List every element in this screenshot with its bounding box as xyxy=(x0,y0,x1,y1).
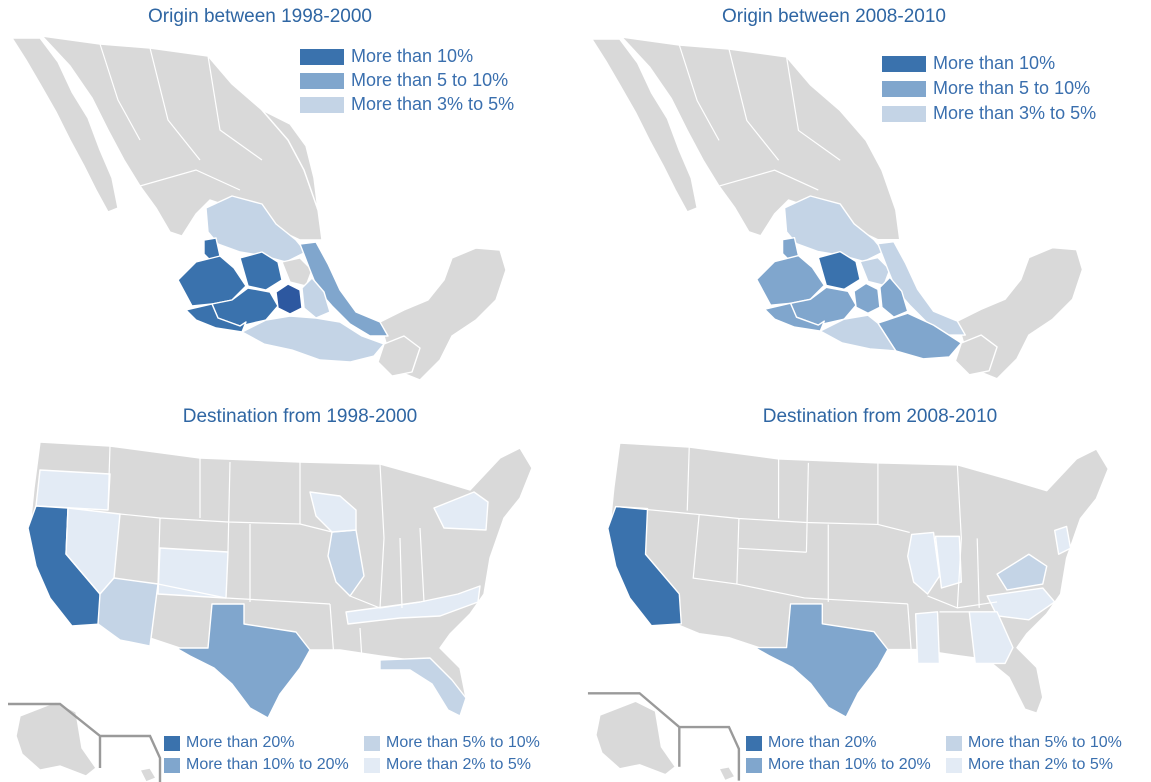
region-baja xyxy=(11,37,119,213)
region-oaxaca xyxy=(877,312,963,360)
legend-swatch-lightest xyxy=(364,757,380,773)
state-florida xyxy=(379,657,467,717)
region-guerrero-coast xyxy=(819,314,897,352)
legend-item-mid: More than 5% to 10% xyxy=(364,734,540,752)
region-chiapas xyxy=(954,334,998,376)
legend-item-high: More than 10% to 20% xyxy=(746,756,931,774)
state-oregon xyxy=(35,469,111,511)
state-texas xyxy=(754,603,889,718)
legend-item-top: More than 20% xyxy=(164,734,295,752)
legend-item-low: More than 3% to 5% xyxy=(882,103,1096,124)
legend-item-low: More than 2% to 5% xyxy=(364,756,531,774)
hawaii xyxy=(718,766,736,782)
region-mexico-state xyxy=(275,283,303,315)
state-arizona xyxy=(97,577,159,647)
legend-label: More than 10% to 20% xyxy=(186,756,349,773)
legend-swatch-medium xyxy=(882,80,926,97)
alaska xyxy=(15,701,97,777)
region-tamaulipas xyxy=(261,109,319,211)
state-california xyxy=(607,505,682,627)
legend-item-high: More than 10% xyxy=(300,46,473,67)
legend-item-mid: More than 5 to 10% xyxy=(300,70,508,91)
legend-label: More than 10% to 20% xyxy=(768,756,931,773)
legend-item-mid: More than 5% to 10% xyxy=(946,734,1122,752)
legend-label: More than 5% to 10% xyxy=(968,734,1122,751)
dest-1998-panel: Destination from 1998-2000 xyxy=(0,398,575,782)
legend-label: More than 10% xyxy=(933,53,1056,73)
state-new-york xyxy=(433,491,489,531)
state-colorado xyxy=(157,547,229,599)
dest-1998-title: Destination from 1998-2000 xyxy=(182,406,418,427)
state-virginia xyxy=(996,553,1048,591)
legend-item-mid: More than 5 to 10% xyxy=(882,78,1090,99)
state-wisconsin xyxy=(309,491,357,533)
legend-item-high: More than 10% xyxy=(882,53,1055,74)
legend-label: More than 3% to 5% xyxy=(933,103,1097,123)
legend-item-high: More than 10% to 20% xyxy=(164,756,349,774)
region-guerrero xyxy=(185,303,247,333)
region-puebla xyxy=(879,276,909,318)
hawaii xyxy=(139,767,157,782)
legend-label: More than 20% xyxy=(768,734,877,751)
state-tennessee xyxy=(345,585,481,625)
legend-label: More than 5 to 10% xyxy=(933,78,1091,98)
legend-swatch-medium xyxy=(300,72,344,89)
region-guanajuato xyxy=(239,251,283,291)
region-jalisco xyxy=(177,255,247,307)
legend-swatch-light xyxy=(300,96,344,113)
mexico-map-1998 xyxy=(11,35,507,381)
origin-1998-panel: Origin between 1998-2000 xyxy=(0,0,575,395)
origin-2008-panel: Origin between 2008-2010 More than 10% M… xyxy=(580,0,1151,395)
legend-label: More than 3% to 5% xyxy=(351,94,515,114)
state-texas xyxy=(175,603,311,719)
dest-2008-panel: Destination from 2008-2010 More than 20% xyxy=(580,398,1151,782)
legend-swatch-light xyxy=(946,735,962,751)
region-guerrero xyxy=(764,302,825,332)
legend-swatch-dark xyxy=(882,55,926,72)
legend-swatch-dark xyxy=(300,48,344,65)
legend-label: More than 20% xyxy=(186,734,295,751)
legend-label: More than 2% to 5% xyxy=(386,756,531,773)
state-illinois xyxy=(907,531,941,595)
region-puebla xyxy=(301,277,331,319)
us-map-2008 xyxy=(587,442,1109,782)
region-mexico-state xyxy=(853,282,881,314)
legend-label: More than 5% to 10% xyxy=(386,734,540,751)
us-map-1998 xyxy=(8,441,533,782)
legend-label: More than 5 to 10% xyxy=(351,70,509,90)
origin-2008-title: Origin between 2008-2010 xyxy=(722,6,946,27)
alaska xyxy=(595,700,677,776)
region-jalisco xyxy=(756,254,825,306)
legend-item-low: More than 2% to 5% xyxy=(946,756,1113,774)
dest-2008-title: Destination from 2008-2010 xyxy=(762,406,998,427)
region-guanajuato xyxy=(817,250,861,291)
legend-item-low: More than 3% to 5% xyxy=(300,94,514,115)
mexico-map-2008 xyxy=(591,36,1084,380)
legend-swatch-lightest xyxy=(946,757,962,773)
legend-label: More than 10% xyxy=(351,46,474,66)
legend-swatch-light xyxy=(364,735,380,751)
state-mississippi xyxy=(914,611,941,665)
region-chiapas xyxy=(377,335,421,377)
legend-swatch-light xyxy=(882,105,926,122)
legend-swatch-dark xyxy=(746,735,762,751)
region-hidalgo xyxy=(281,257,313,287)
state-new-jersey xyxy=(1053,525,1072,555)
legend-swatch-medium xyxy=(746,757,762,773)
state-indiana xyxy=(934,535,963,589)
origin-1998-title: Origin between 1998-2000 xyxy=(148,6,372,27)
legend-label: More than 2% to 5% xyxy=(968,756,1113,773)
legend-swatch-dark xyxy=(164,735,180,751)
legend-swatch-medium xyxy=(164,757,180,773)
legend-item-top: More than 20% xyxy=(746,734,877,752)
region-hidalgo xyxy=(859,256,891,287)
state-georgia xyxy=(968,611,1014,665)
region-baja xyxy=(591,38,698,213)
